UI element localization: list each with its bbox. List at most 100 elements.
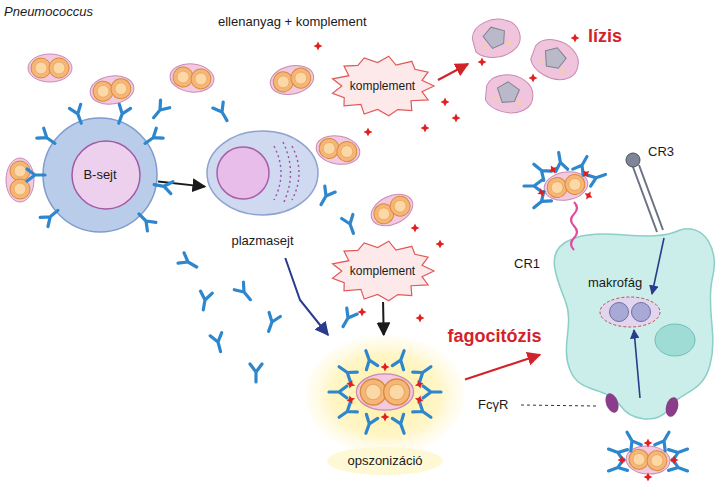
lysed-bacterium [527, 34, 584, 85]
bound-antibody [524, 180, 542, 192]
b-cell-antibody [27, 169, 45, 181]
bound-complement [580, 167, 593, 180]
b-cell-antibody [40, 206, 62, 227]
complement-fragment [452, 114, 461, 123]
b-cell-antibody [135, 210, 156, 231]
b-cell-receptor [27, 104, 173, 231]
free-antibody [234, 282, 255, 304]
node-label: B-sejt [83, 167, 116, 183]
connector-arrow [285, 258, 328, 335]
free-bacterium [169, 62, 216, 94]
macrophage-shape [554, 229, 714, 419]
bound-complement [547, 163, 559, 175]
opsonized-bacterium [329, 349, 441, 436]
lysed-bacterium [571, 34, 580, 43]
phagosome [632, 303, 651, 322]
b-cell-antibody [142, 128, 164, 148]
phagosome [600, 297, 660, 327]
free-antibody [263, 312, 280, 333]
edge-label: fagocitózis [445, 326, 543, 348]
endoplasmic-reticulum [283, 142, 291, 204]
process-label: ellenanyag + komplement [218, 14, 367, 30]
complement-group [618, 439, 679, 482]
lysis-arrow [438, 64, 468, 80]
complement-group [345, 363, 425, 422]
bound-complement [381, 413, 390, 422]
bound-antibody [423, 386, 441, 398]
bound-bacterium [524, 152, 608, 213]
lysed-bacterium [469, 14, 584, 115]
opsonization-glow [305, 335, 465, 455]
fc-receptor [664, 396, 681, 418]
node-label: komplement [350, 79, 415, 93]
cr3-receptor [633, 165, 663, 232]
free-antibody [250, 364, 262, 382]
b-cell-antibody [37, 128, 59, 148]
endoplasmic-reticulum [274, 146, 281, 200]
free-bacterium [314, 132, 362, 167]
cell-nucleus [217, 147, 269, 199]
bound-complement [345, 394, 356, 405]
fc-receptor [603, 392, 680, 419]
free-antibody [210, 333, 226, 353]
opsonization-glow [327, 447, 443, 475]
free-antibody [316, 186, 335, 208]
complement-fragment [364, 128, 373, 137]
lysed-bacterium [529, 74, 538, 83]
plasma-cell: plazmasejt [205, 128, 320, 258]
macrophage-nucleus [655, 324, 695, 356]
node-label: plazmasejt [231, 233, 293, 249]
complement-fragment [358, 308, 367, 317]
complement-burst [333, 241, 435, 301]
bound-complement [414, 394, 425, 405]
bound-antibody [336, 402, 358, 422]
species-label: Pneumococcus [4, 4, 93, 20]
bound-antibody [669, 459, 690, 476]
uptake-arrow [652, 238, 664, 294]
receptor-label: CR1 [514, 256, 540, 272]
free-antibody [342, 214, 359, 235]
opsonized-bacterium [356, 374, 413, 410]
connector-arrow [382, 302, 385, 335]
bound-antibody [413, 362, 435, 382]
bound-complement [644, 439, 653, 448]
complement-burst [333, 56, 435, 116]
b-cell-antibody [153, 179, 173, 194]
free-antibody [149, 100, 170, 122]
complement-group [536, 163, 595, 201]
bound-antibody [329, 386, 347, 398]
bound-antibody [392, 414, 409, 435]
free-antibody [338, 308, 357, 330]
complement-fragment [314, 42, 461, 323]
complement-fragment [416, 314, 425, 323]
bound-antibody [573, 154, 592, 176]
free-bacterium [366, 188, 418, 232]
cr3-receptor [626, 153, 663, 232]
complement-fragment [421, 124, 430, 133]
phagosome [600, 297, 660, 327]
bound-complement [644, 473, 653, 482]
node-label: makrofág [588, 275, 642, 291]
opsonized-bacterium [329, 349, 441, 436]
free-bacterium [28, 54, 72, 82]
uptake-arrow [634, 238, 664, 398]
bound-bacterium [606, 429, 689, 481]
bound-bacterium [524, 152, 690, 482]
fcr-leader-line [521, 405, 596, 406]
fc-receptor [603, 392, 621, 415]
bound-complement [381, 363, 390, 372]
free-bacterium [6, 54, 418, 232]
connector-arrow [465, 355, 540, 380]
lysed-bacterium [484, 73, 534, 115]
complement-fragment [436, 240, 445, 249]
free-bacterium [268, 62, 317, 99]
node-label: komplement [350, 264, 415, 278]
lysed-bacterium [469, 14, 524, 63]
free-antibody [213, 102, 232, 124]
bound-antibody [655, 429, 674, 451]
cell-membrane [43, 118, 157, 232]
bound-antibody [360, 349, 377, 370]
complement-fragment [441, 98, 450, 107]
bound-complement [670, 456, 679, 465]
